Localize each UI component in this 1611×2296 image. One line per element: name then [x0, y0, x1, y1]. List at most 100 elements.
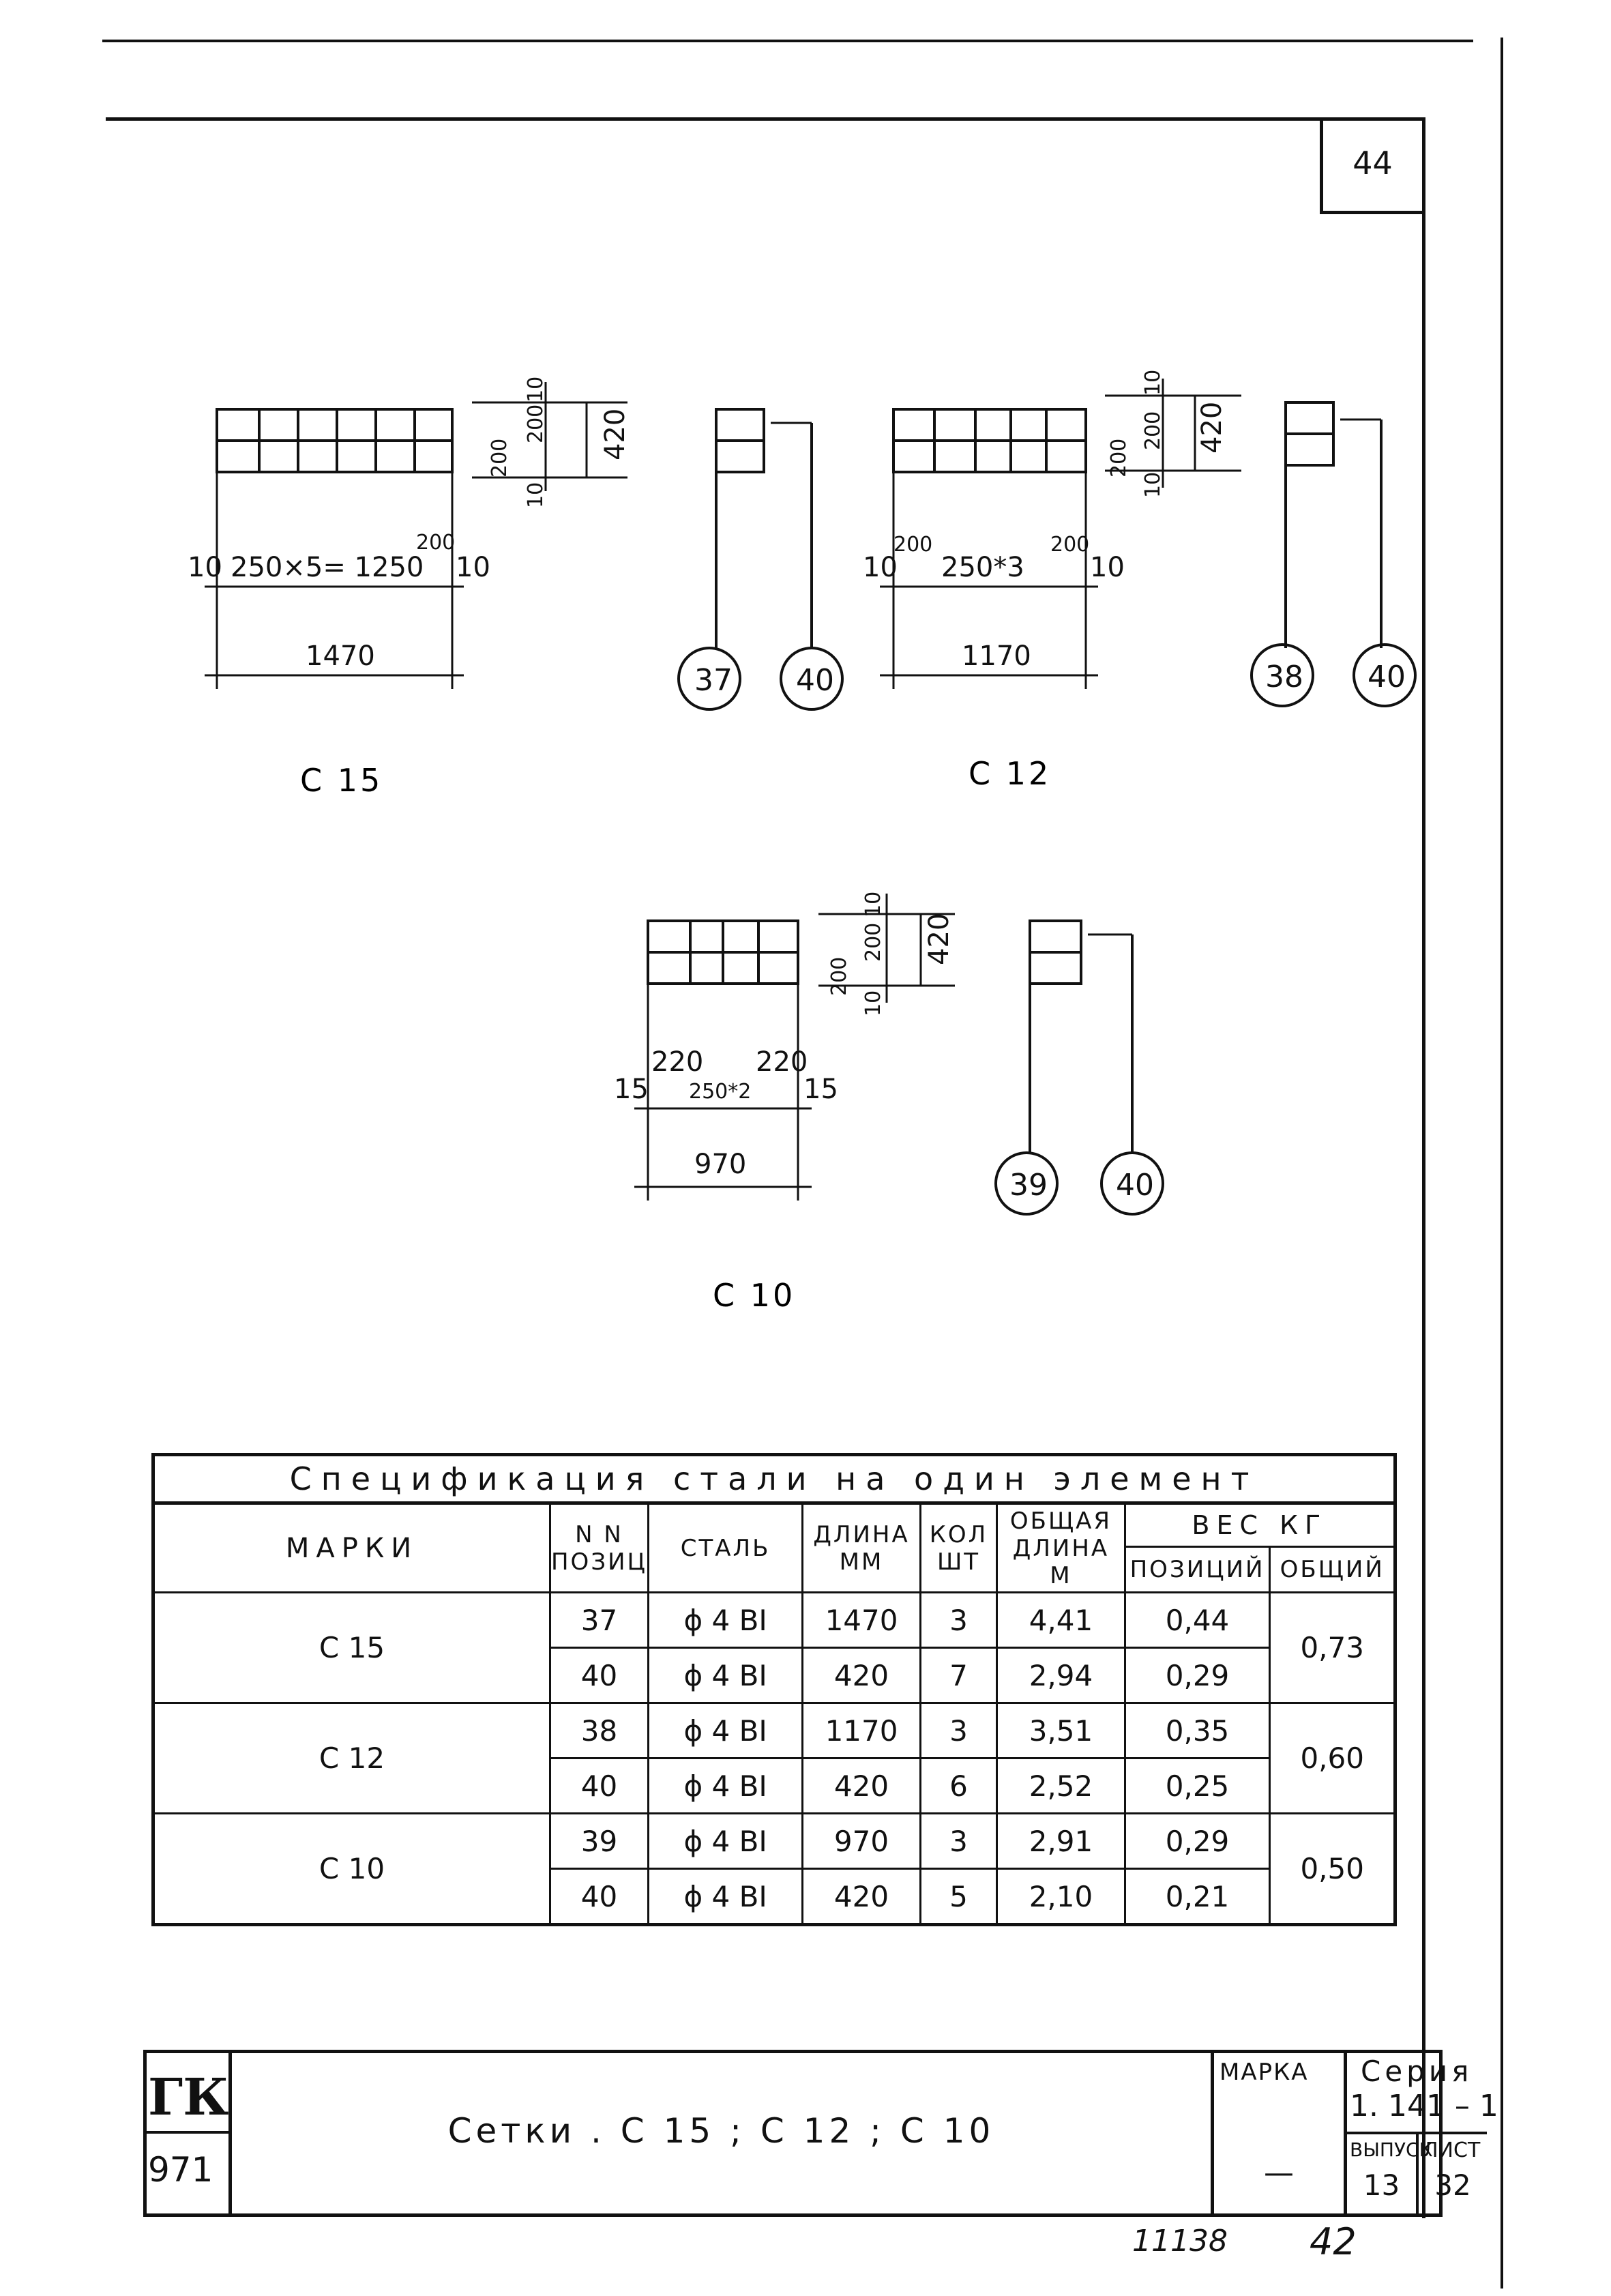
marka-value: — [1264, 2155, 1294, 2190]
position-cell: 37 [548, 1591, 649, 1649]
position-cell: 40 [548, 1647, 649, 1704]
header-length: ДЛИНА ММ [801, 1502, 921, 1593]
qty-cell: 3 [919, 1591, 999, 1649]
weight-cell: 0,29 [1123, 1647, 1271, 1704]
qty-cell: 3 [919, 1812, 999, 1870]
mesh-c10-grid [647, 919, 799, 985]
table-row: С 10 39 ϕ 4 ВI 970 3 2,91 0,29 0,50 [152, 1812, 1396, 1926]
c12-dim-edge-left: 200 [893, 533, 932, 557]
c10-dim-v4: 10 [861, 892, 885, 917]
c15-position-1: 37 [694, 663, 733, 698]
sheet-value: 32 [1434, 2168, 1471, 2202]
c15-label: С 15 [300, 762, 383, 799]
total-length-cell: 4,41 [996, 1591, 1126, 1649]
position-cell: 40 [548, 1757, 649, 1814]
top-margin-line [102, 40, 1473, 42]
c12-dim-left: 10 [863, 552, 898, 583]
qty-cell: 3 [919, 1702, 999, 1759]
steel-cell: ϕ 4 ВI [647, 1647, 804, 1704]
qty-cell: 7 [919, 1647, 999, 1704]
c12-dim-v4: 10 [1141, 370, 1165, 396]
title-block: ГК 971 Сетки . С 15 ; С 12 ; С 10 МАРКА … [143, 2050, 1498, 2217]
c12-position-1: 38 [1265, 660, 1303, 694]
header-weight-total: ОБЩИЙ [1269, 1546, 1396, 1593]
weight-cell: 0,21 [1123, 1868, 1271, 1926]
weight-total-cell: 0,60 [1269, 1702, 1396, 1814]
header-weight: ВЕС КГ [1123, 1502, 1397, 1548]
length-cell: 1170 [801, 1702, 921, 1759]
c15-position-2: 40 [796, 663, 834, 698]
org-fragment: ГК [148, 2068, 229, 2127]
length-cell: 420 [801, 1647, 921, 1704]
mesh-c15-grid [216, 408, 454, 473]
c12-label: С 12 [969, 755, 1051, 792]
weight-total-cell: 0,73 [1269, 1591, 1396, 1704]
total-length-cell: 2,94 [996, 1647, 1126, 1704]
marka-cell: МАРКА — [1214, 2053, 1347, 2213]
length-cell: 420 [801, 1868, 921, 1926]
weight-cell: 0,29 [1123, 1812, 1271, 1870]
sheet-cell: ЛИСТ 32 [1419, 2132, 1487, 2213]
table-row: С 12 38 ϕ 4 ВI 1170 3 3,51 0,35 0,60 [152, 1702, 1396, 1814]
c12-dim-grid: 250*3 [941, 552, 1024, 583]
header-steel: СТАЛЬ [647, 1502, 804, 1593]
header-position: N N ПОЗИЦ [548, 1502, 649, 1593]
c10-position-1: 39 [1009, 1168, 1048, 1203]
c12-dim-v1: 10 [1141, 472, 1165, 498]
title-cell: Сетки . С 15 ; С 12 ; С 10 [232, 2053, 1214, 2213]
c15-dim-total: 1470 [306, 641, 375, 672]
weight-cell: 0,25 [1123, 1757, 1271, 1814]
c15-dim-edge: 200 [416, 531, 455, 555]
qty-cell: 5 [919, 1868, 999, 1926]
mark-cell: С 15 [152, 1591, 551, 1704]
total-length-cell: 2,91 [996, 1812, 1126, 1870]
c15-dim-v4: 10 [524, 377, 548, 402]
c15-dim-height: 420 [600, 409, 631, 460]
frame-top-border [106, 117, 1425, 121]
table-row: 40 ϕ 4 ВI 420 5 2,10 0,21 [153, 1868, 1395, 1926]
c12-dim-right: 10 [1090, 552, 1125, 583]
c10-dim-v3: 200 [861, 923, 885, 962]
position-cell: 38 [548, 1702, 649, 1759]
c10-dim-v1: 10 [861, 990, 885, 1016]
year-fragment: 971 [148, 2150, 213, 2190]
c12-dim-height: 420 [1196, 402, 1228, 454]
weight-total-cell: 0,50 [1269, 1812, 1396, 1926]
c12-dim-v2: 200 [1107, 439, 1131, 477]
length-cell: 970 [801, 1812, 921, 1870]
issue-label: ВЫПУСК [1350, 2138, 1433, 2161]
issue-cell: ВЫПУСК 13 [1347, 2132, 1432, 2213]
org-cell: ГК 971 [147, 2053, 232, 2213]
table-row: 40 ϕ 4 ВI 420 7 2,94 0,29 [153, 1647, 1395, 1704]
inventory-number: 11138 [1132, 2224, 1228, 2258]
c10-position-2: 40 [1116, 1168, 1154, 1203]
c10-dim-left: 15 [614, 1074, 649, 1105]
c15-dim-v1: 10 [524, 482, 548, 508]
position-cell: 40 [548, 1868, 649, 1926]
total-length-cell: 2,10 [996, 1868, 1126, 1926]
header-qty: КОЛ ШТ [919, 1502, 999, 1593]
series-label: Серия [1361, 2055, 1473, 2088]
weight-cell: 0,44 [1123, 1591, 1271, 1649]
c12-position-2: 40 [1368, 660, 1406, 694]
c10-dim-v2: 200 [827, 957, 851, 996]
total-length-cell: 3,51 [996, 1702, 1126, 1759]
weight-cell: 0,35 [1123, 1702, 1271, 1759]
c15-dim-left: 10 [188, 552, 222, 583]
frame-right-border [1422, 117, 1425, 2218]
c10-label: С 10 [713, 1277, 795, 1314]
c12-dim-total: 1170 [962, 641, 1031, 672]
total-length-cell: 2,52 [996, 1757, 1126, 1814]
length-cell: 420 [801, 1757, 921, 1814]
steel-cell: ϕ 4 ВI [647, 1757, 804, 1814]
c15-dim-grid: 250×5= 1250 [231, 552, 424, 583]
steel-cell: ϕ 4 ВI [647, 1868, 804, 1926]
mark-cell: С 12 [152, 1702, 551, 1814]
c10-dim-grid: 250*2 [689, 1080, 751, 1104]
c10-dim-total: 970 [694, 1149, 746, 1180]
c15-dim-right: 10 [456, 552, 490, 583]
document-title: Сетки . С 15 ; С 12 ; С 10 [447, 2111, 995, 2151]
header-weight-positions: ПОЗИЦИЙ [1123, 1546, 1271, 1593]
qty-cell: 6 [919, 1757, 999, 1814]
outer-right-edge [1501, 38, 1503, 2288]
